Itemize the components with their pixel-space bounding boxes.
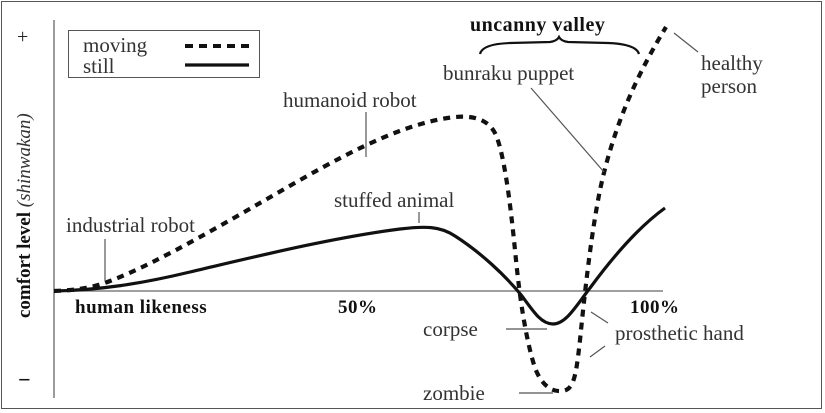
annotation-industrial-robot: industrial robot xyxy=(66,213,195,237)
annotation-prosthetic-hand: prosthetic hand xyxy=(615,321,744,345)
annotation-bunraku-puppet: bunraku puppet xyxy=(443,61,575,85)
leader-healthy-person xyxy=(673,32,699,53)
legend-moving-label: moving xyxy=(83,33,148,57)
legend: moving still xyxy=(68,30,260,78)
chart-title: uncanny valley xyxy=(470,14,606,36)
leader-prosthetic-hand-moving xyxy=(589,345,606,358)
annotation-person: person xyxy=(701,74,757,98)
uncanny-valley-brace xyxy=(478,34,641,55)
y-tick-plus: + xyxy=(17,26,29,48)
legend-swatches xyxy=(185,44,249,67)
annotation-zombie: zombie xyxy=(423,381,485,405)
y-axis-label-italic: (shinwakan) xyxy=(14,113,35,208)
y-axis-label-main: comfort level xyxy=(14,207,35,318)
x-tick-100: 100% xyxy=(630,297,680,318)
annotation-corpse: corpse xyxy=(423,317,478,341)
y-axis-label: comfort level (shinwakan) xyxy=(14,113,36,318)
x-tick-50: 50% xyxy=(338,297,378,318)
still-curve xyxy=(53,206,666,326)
leader-prosthetic-hand-still xyxy=(590,311,609,324)
leader-bunraku-puppet xyxy=(530,87,605,173)
annotation-stuffed-animal: stuffed animal xyxy=(334,188,455,212)
annotation-humanoid-robot: humanoid robot xyxy=(283,88,417,112)
annotation-healthy: healthy xyxy=(701,51,763,75)
moving-curve xyxy=(53,25,668,394)
y-tick-minus: − xyxy=(18,367,32,392)
x-axis-label: human likeness xyxy=(75,297,208,318)
legend-still-label: still xyxy=(83,54,115,78)
